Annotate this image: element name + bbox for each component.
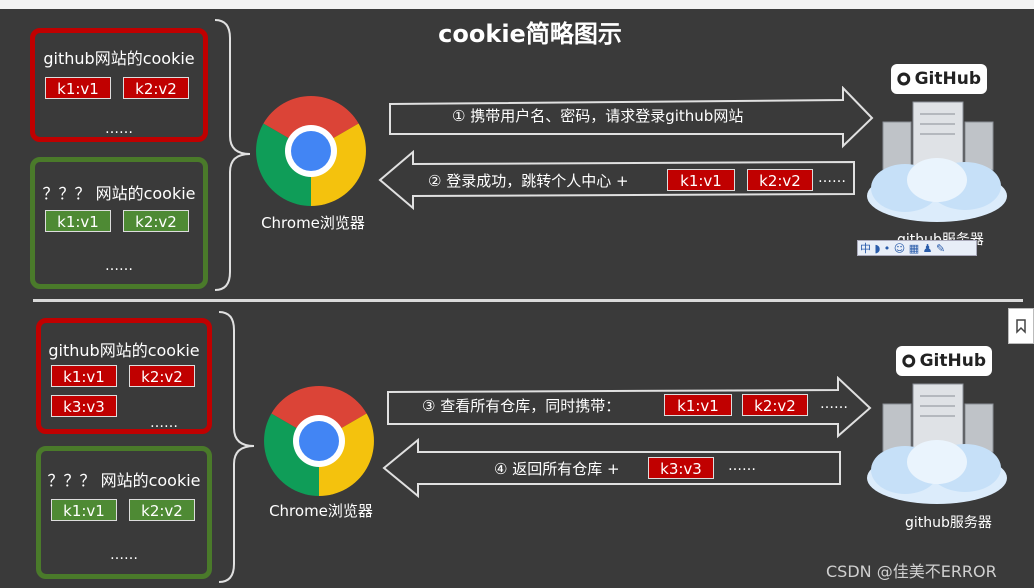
watermark: CSDN @佳美不ERROR: [826, 562, 997, 581]
cookie-chip: k3:v3: [51, 395, 117, 417]
server-label: github服务器: [905, 515, 992, 531]
github-badge: GitHub: [891, 64, 987, 94]
cookie-chip: k1:v1: [667, 169, 735, 191]
cookie-chip: k2:v2: [129, 499, 195, 521]
github-badge: GitHub: [896, 346, 992, 376]
slide-title: cookie简略图示: [438, 20, 622, 48]
arrow2-text: ② 登录成功，跳转个人中心 +: [428, 172, 629, 190]
browser-label: Chrome浏览器: [269, 502, 373, 520]
cookie-chip: k2:v2: [747, 169, 813, 191]
cookie-chip: k2:v2: [123, 77, 189, 99]
section-divider: [33, 299, 1023, 302]
top-strip: [0, 0, 1034, 9]
cookie-chip: k1:v1: [51, 365, 117, 387]
other-cookie-label: ？？？ 网站的cookie: [42, 184, 196, 203]
arrow3-text: ③ 查看所有仓库，同时携带：: [422, 397, 621, 415]
response-arrow-left: [382, 438, 841, 499]
other-cookie-box-top: ？？？ 网站的cookie k1:v1 k2:v2 ……: [30, 157, 208, 289]
cookie-chip: k2:v2: [742, 394, 808, 416]
brace-top: [214, 19, 251, 291]
github-badge-label: GitHub: [914, 69, 981, 89]
cookie-chip: k1:v1: [51, 499, 117, 521]
ime-mode-label: 中: [860, 242, 871, 255]
brace-bottom: [218, 311, 255, 583]
github-cookie-label: github网站的cookie: [48, 341, 200, 360]
server-cloud-icon: [867, 101, 1007, 222]
github-cookie-box-bottom: github网站的cookie k1:v1 k2:v2 k3:v3 ……: [36, 318, 212, 434]
ellipsis: ……: [105, 121, 133, 137]
ime-toolbar[interactable]: 中 ◗ • ☺ ▦ ♟ ✎: [857, 240, 977, 256]
ellipsis: ……: [818, 170, 846, 186]
request-arrow-right: [387, 376, 872, 439]
ellipsis: ……: [150, 415, 178, 431]
ellipsis: ……: [728, 458, 756, 474]
ellipsis: ……: [105, 258, 133, 274]
chrome-icon: [256, 96, 366, 206]
cookie-chip: k2:v2: [129, 365, 195, 387]
response-arrow-left: [378, 150, 855, 211]
github-icon: [897, 72, 911, 86]
github-badge-label: GitHub: [919, 351, 986, 371]
bookmark-icon: [1016, 319, 1026, 334]
ellipsis: ……: [110, 547, 138, 563]
other-cookie-box-bottom: ？？？ 网站的cookie k1:v1 k2:v2 ……: [36, 446, 212, 579]
github-cookie-label: github网站的cookie: [43, 49, 195, 68]
ellipsis: ……: [820, 396, 848, 412]
cookie-chip: k1:v1: [45, 210, 111, 232]
arrow1-text: ① 携带用户名、密码，请求登录github网站: [452, 107, 744, 125]
cookie-chip: k1:v1: [45, 77, 111, 99]
arrow4-text: ④ 返回所有仓库 +: [494, 460, 620, 478]
other-cookie-label: ？？？ 网站的cookie: [47, 471, 201, 490]
request-arrow-right: [389, 86, 874, 149]
server-cloud-icon: [867, 383, 1007, 504]
chrome-icon: [264, 386, 374, 496]
cookie-chip: k3:v3: [648, 457, 714, 479]
browser-label: Chrome浏览器: [261, 214, 365, 232]
cookie-chip: k2:v2: [123, 210, 189, 232]
github-icon: [902, 354, 916, 368]
bookmark-button[interactable]: [1008, 308, 1034, 344]
cookie-chip: k1:v1: [664, 394, 732, 416]
github-cookie-box-top: github网站的cookie k1:v1 k2:v2 ……: [30, 28, 208, 142]
